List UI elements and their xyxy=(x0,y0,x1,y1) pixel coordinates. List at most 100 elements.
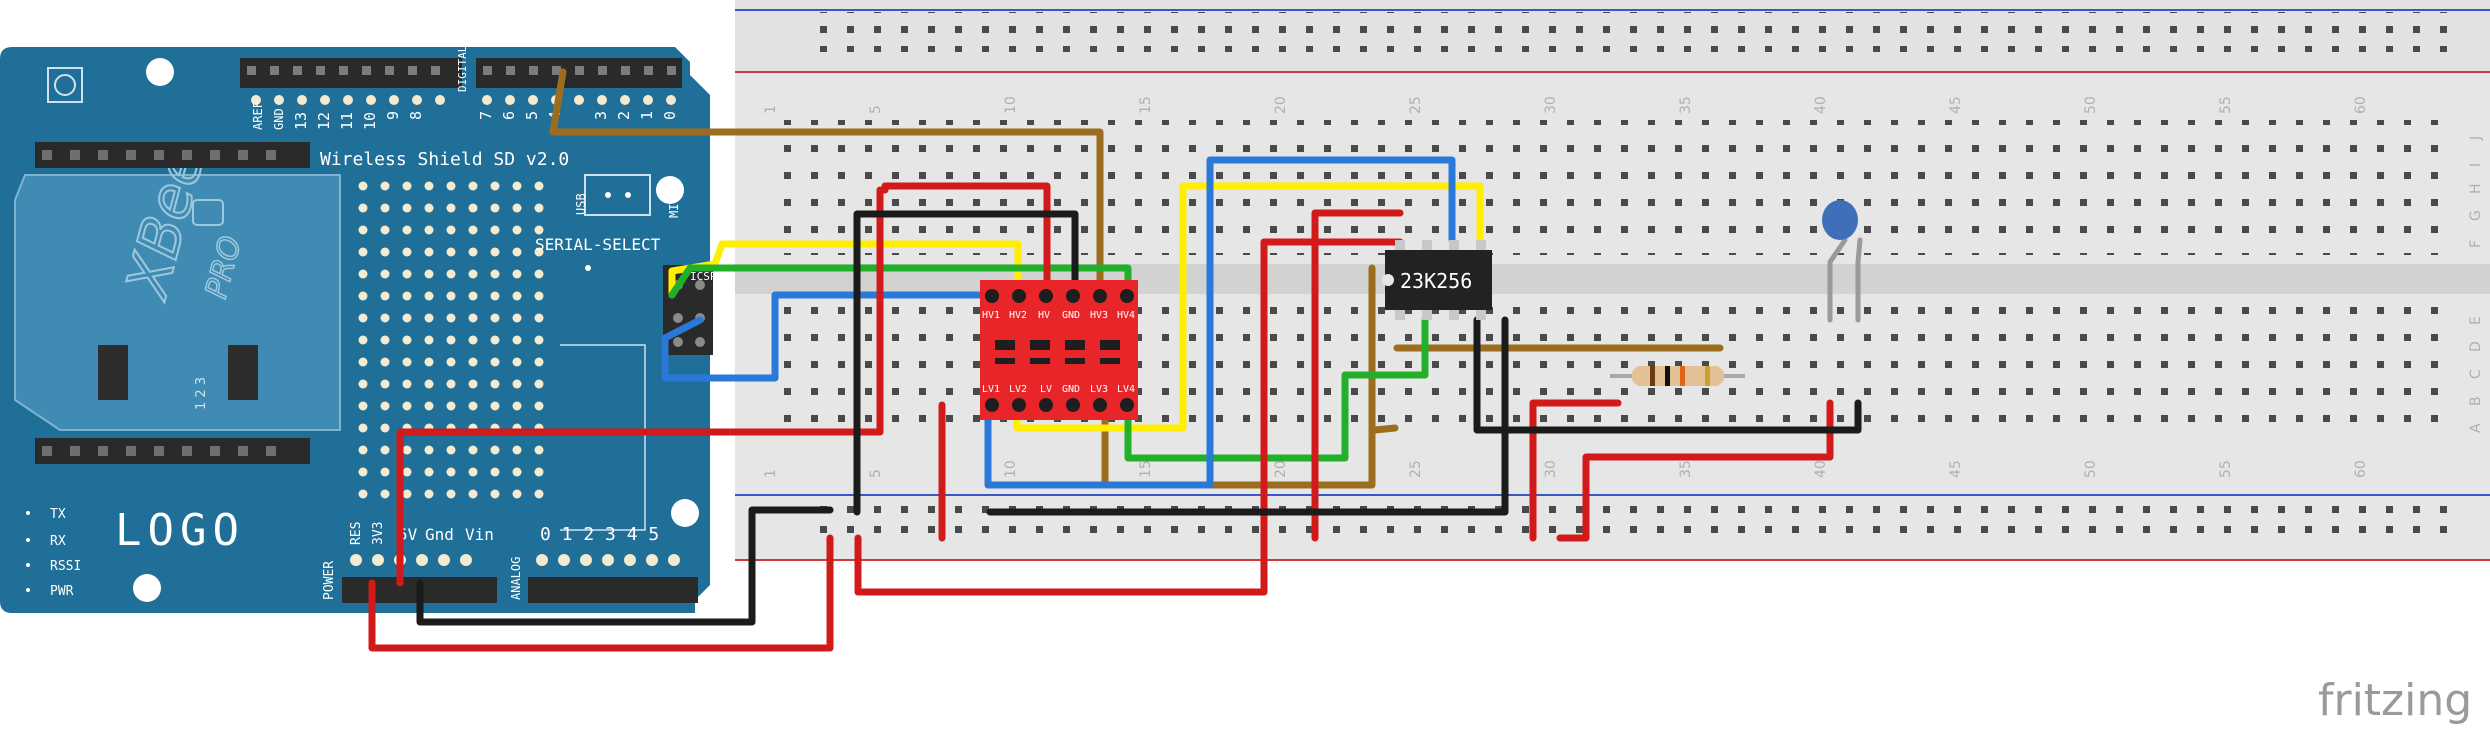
xbee-header-pins xyxy=(42,150,276,456)
col-num: 30 xyxy=(1543,460,1559,478)
pin-label-hv2: HV2 xyxy=(1009,310,1027,321)
led-label-rssi: RSSI xyxy=(50,559,81,574)
xbee-component xyxy=(192,199,224,226)
pin-label-lv: LV xyxy=(1040,384,1052,395)
sd-slot-outline xyxy=(560,344,646,531)
pin-label-gnd-low: GND xyxy=(1062,384,1080,395)
usb-micro-switch xyxy=(584,174,651,216)
capacitor-body xyxy=(1822,200,1858,240)
led-label-rx: RX xyxy=(50,534,66,549)
column-numbers-bottom: 1 5 10 15 20 25 30 35 40 45 50 55 60 xyxy=(763,460,2369,478)
wire-blue xyxy=(984,156,1456,489)
aref-label: AREF xyxy=(251,101,265,130)
wire-yellow xyxy=(1013,182,1484,432)
digital-pin-labels: 13 12 11 10 9 8 7 6 5 4 3 2 1 0 xyxy=(292,111,679,130)
led-label-pwr: PWR xyxy=(50,584,74,599)
xbee-component xyxy=(228,345,258,400)
serial-select-label: SERIAL-SELECT xyxy=(535,235,661,254)
col-num: 30 xyxy=(1543,96,1559,114)
pin-label: 8 xyxy=(407,111,425,120)
pin-label-lv3: LV3 xyxy=(1090,384,1108,395)
pin-label: 13 xyxy=(292,112,310,130)
mounting-hole xyxy=(656,176,684,204)
xbee-component xyxy=(98,345,128,400)
pin-label-gnd: GND xyxy=(1062,310,1080,321)
prototype-area xyxy=(352,175,550,505)
serial-select-pin xyxy=(673,337,683,347)
switch-dot xyxy=(605,192,611,198)
wire-brown xyxy=(549,68,1104,302)
serial-select-pin xyxy=(695,337,705,347)
reset-button xyxy=(47,67,83,103)
column-numbers-top: 1 5 10 15 20 25 30 35 40 45 50 55 60 xyxy=(763,96,2369,114)
col-num: 5 xyxy=(868,469,884,478)
wire-black xyxy=(986,316,1509,516)
resistor-band xyxy=(1665,366,1670,386)
wire-brown xyxy=(1371,424,1399,434)
col-num: 10 xyxy=(1003,460,1019,478)
col-num: 60 xyxy=(2353,96,2369,114)
wire-red xyxy=(396,186,884,587)
col-num: 50 xyxy=(2083,460,2099,478)
wire-gray-lead xyxy=(1855,237,1863,323)
row-letter: H xyxy=(2468,183,2484,194)
chip-legs xyxy=(1395,240,1486,320)
col-num: 20 xyxy=(1273,460,1289,478)
serial-select-pin xyxy=(673,313,683,323)
shield-title: Wireless Shield SD v2.0 xyxy=(320,149,569,170)
wire-red xyxy=(1311,209,1404,542)
col-num: 35 xyxy=(1678,460,1694,478)
chip-notch xyxy=(1382,274,1394,286)
pin-label-3v3: 3V3 xyxy=(371,522,386,545)
col-num: 55 xyxy=(2218,96,2234,114)
col-num: 20 xyxy=(1273,96,1289,114)
level-shifter-chips xyxy=(995,340,1120,364)
pin-label-lv2: LV2 xyxy=(1009,384,1027,395)
wire-red xyxy=(881,182,1051,299)
pin-label: 2 xyxy=(615,111,633,120)
pin-label: 10 xyxy=(361,112,379,130)
col-num: 25 xyxy=(1408,460,1424,478)
logo-text: LOGO xyxy=(115,505,245,556)
digital-pin-holes xyxy=(251,95,676,105)
switch-dot xyxy=(625,192,631,198)
analog-label: ANALOG xyxy=(509,557,523,600)
pin-label: 1 xyxy=(638,111,656,120)
row-letter: E xyxy=(2468,316,2484,325)
col-num: 10 xyxy=(1003,96,1019,114)
wire-black xyxy=(853,210,1079,516)
wire-black xyxy=(1473,316,1862,434)
digital-pins xyxy=(247,66,676,75)
led-label-tx: TX xyxy=(50,507,66,522)
micro-label: MICRO xyxy=(667,182,681,218)
col-num: 1 xyxy=(763,105,779,114)
xbee-module xyxy=(14,174,341,431)
pin-label-vin: Vin xyxy=(465,525,494,544)
xbee-pins: 1 2 3 xyxy=(194,377,209,410)
chip-body xyxy=(1385,250,1492,310)
analog-pin-labels: 0 1 2 3 4 5 xyxy=(540,524,659,545)
reset-button-cap xyxy=(54,74,76,96)
wireless-shield: XBee PRO 1 2 3 xyxy=(0,45,717,613)
level-shifter: HV1 HV2 HV GND HV3 HV4 LV1 LV2 LV GND LV… xyxy=(980,280,1138,420)
resistor-band xyxy=(1680,366,1685,386)
col-num: 45 xyxy=(1948,96,1964,114)
led-indicator xyxy=(26,563,30,567)
col-num: 35 xyxy=(1678,96,1694,114)
wire-black xyxy=(416,506,834,626)
led-indicator xyxy=(26,588,30,592)
row-letter: J xyxy=(2468,136,2484,141)
chip-label: 23K256 xyxy=(1400,269,1472,293)
col-num: 55 xyxy=(2218,460,2234,478)
pin-label: 3 xyxy=(592,111,610,120)
level-shifter-top-labels: HV1 HV2 HV GND HV3 HV4 xyxy=(982,310,1135,321)
icsp-label: ICSP xyxy=(690,270,717,283)
header-xbee-top xyxy=(35,142,310,168)
level-shifter-pads xyxy=(985,289,1134,412)
col-num: 1 xyxy=(763,469,779,478)
wire-yellow xyxy=(668,240,1022,299)
header-analog xyxy=(528,577,698,603)
header-xbee-bottom xyxy=(35,438,310,464)
pin-label-hv3: HV3 xyxy=(1090,310,1108,321)
pin-label-lv4: LV4 xyxy=(1117,384,1135,395)
